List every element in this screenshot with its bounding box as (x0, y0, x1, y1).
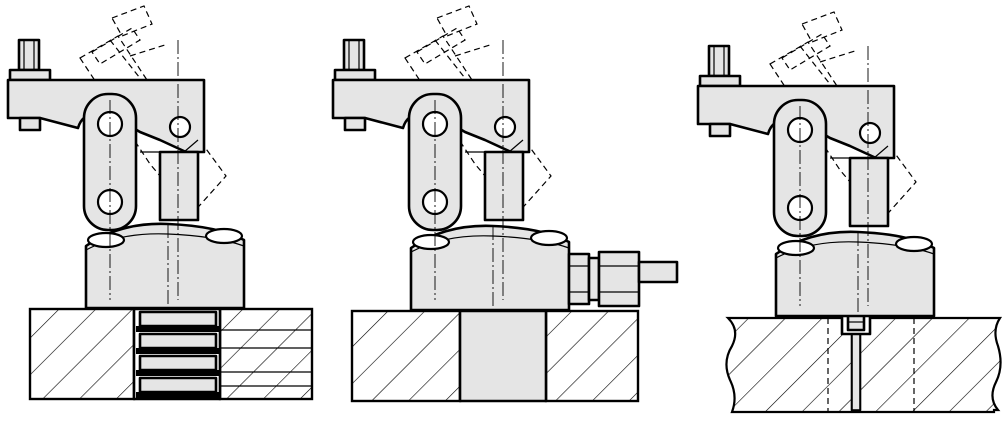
hose-fitting (567, 250, 679, 308)
view-left (6, 4, 314, 401)
view-center (331, 4, 679, 403)
spring-stack (132, 307, 312, 401)
view-right (696, 10, 1003, 414)
